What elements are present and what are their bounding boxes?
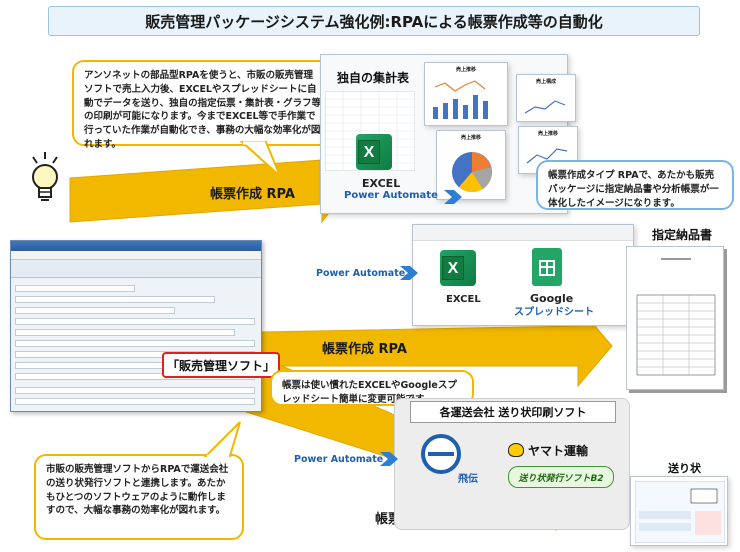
window-title-bar: [11, 241, 261, 251]
sales-software-window: [10, 240, 262, 412]
excel-label-top: EXCEL: [362, 177, 401, 190]
hikyaku-label: 飛伝: [458, 474, 478, 485]
callout-middle-text: 帳票は使い慣れたEXCELやGoogleスプレッドシート簡単に変更可能です。: [282, 380, 457, 405]
form-row: [15, 285, 135, 292]
line-chart-graphic: [433, 80, 488, 119]
spreadsheet-label: スプレッドシート: [514, 307, 594, 318]
power-automate-icon: [380, 452, 398, 466]
shipping-label-form: [635, 481, 725, 543]
page-title: 販売管理パッケージシステム強化例:RPAによる帳票作成等の自動化: [48, 6, 700, 36]
power-automate-label-top: Power Automate: [344, 190, 438, 201]
excel-icon: X: [440, 250, 476, 286]
form-row: [15, 387, 255, 394]
chart-card-2: 売上構成: [516, 74, 576, 122]
callout-top-left-tail: [239, 141, 281, 177]
google-sheets-logo: [532, 248, 562, 286]
excel-icon: X: [356, 134, 392, 170]
delivery-note-form: [636, 258, 716, 376]
window-toolbar: [11, 260, 261, 278]
chart-card-1-title: 売上推移: [455, 67, 476, 73]
yamato-logo: ヤマト運輸: [508, 440, 612, 460]
shipping-software-title: 各運送会社 送り状印刷ソフト: [410, 401, 616, 423]
excel-label-middle: EXCEL: [446, 294, 481, 305]
callout-bottom-left: 市販の販売管理ソフトからRPAで運送会社の送り状発行ソフトと連携します。あたかも…: [34, 454, 244, 540]
chart-card-2-title: 売上構成: [535, 79, 556, 85]
callout-top-right-text: 帳票作成タイプ RPAで、あたかも販売パッケージに指定納品書や分析帳票が一体化し…: [548, 170, 719, 209]
shipping-label-title: 送り状: [668, 462, 701, 475]
pie-chart-graphic: [452, 152, 492, 193]
window-menu-bar: [11, 251, 261, 260]
power-automate-label-bottom: Power Automate: [294, 454, 384, 465]
delivery-note-document: [626, 246, 724, 390]
excel-logo-middle: X: [440, 250, 476, 286]
google-sheets-icon: [532, 248, 562, 286]
power-automate-icon: [444, 190, 462, 204]
sales-software-label: 「販売管理ソフト」: [162, 352, 280, 378]
callout-top-left: アンソネットの部品型RPAを使うと、市販の販売管理ソフトで売上入力後、EXCEL…: [72, 60, 334, 150]
yamato-label: ヤマト運輸: [528, 443, 589, 458]
arrow-middle-label: 帳票作成 RPA: [322, 342, 407, 357]
callout-top-right: 帳票作成タイプ RPAで、あたかも販売パッケージに指定納品書や分析帳票が一体化し…: [536, 160, 734, 210]
power-automate-icon: [400, 266, 418, 280]
b2-label: 送り状発行ソフトB2: [508, 466, 614, 488]
google-label: Google: [530, 292, 574, 305]
form-row: [15, 296, 215, 303]
callout-bottom-left-tail: [203, 421, 241, 458]
form-row: [15, 340, 255, 347]
hikyaku-logo-icon: [421, 434, 461, 474]
form-row: [15, 329, 235, 336]
lightbulb-icon: [32, 152, 58, 201]
arrow-top: [69, 140, 353, 224]
form-row: [15, 318, 255, 325]
area-chart-graphic: [524, 100, 566, 114]
arrow-top-label: 帳票作成 RPA: [210, 187, 295, 202]
form-row: [15, 307, 175, 314]
chart-card-3-title: 売上推移: [460, 135, 481, 141]
yamato-cat-icon: [508, 443, 524, 457]
spreadsheet-toolbar: [413, 225, 633, 241]
shipping-label-document: [630, 476, 728, 546]
callout-middle: 帳票は使い慣れたEXCELやGoogleスプレッドシート簡単に変更可能です。: [270, 370, 474, 406]
excel-logo-top: X: [356, 134, 392, 170]
aggregate-report-label: 独自の集計表: [337, 71, 410, 85]
callout-bottom-left-text: 市販の販売管理ソフトからRPAで運送会社の送り状発行ソフトと連携します。あたかも…: [46, 464, 229, 517]
chart-card-4-title: 売上推移: [537, 131, 558, 137]
line-chart-graphic-2: [526, 148, 568, 164]
power-automate-label-middle: Power Automate: [316, 268, 406, 279]
chart-card-1: 売上推移: [424, 62, 508, 126]
form-row: [15, 398, 255, 405]
callout-top-left-text: アンソネットの部品型RPAを使うと、市販の販売管理ソフトで売上入力後、EXCEL…: [84, 70, 322, 150]
delivery-note-label: 指定納品書: [652, 228, 713, 242]
chart-card-3: 売上推移: [436, 130, 506, 200]
